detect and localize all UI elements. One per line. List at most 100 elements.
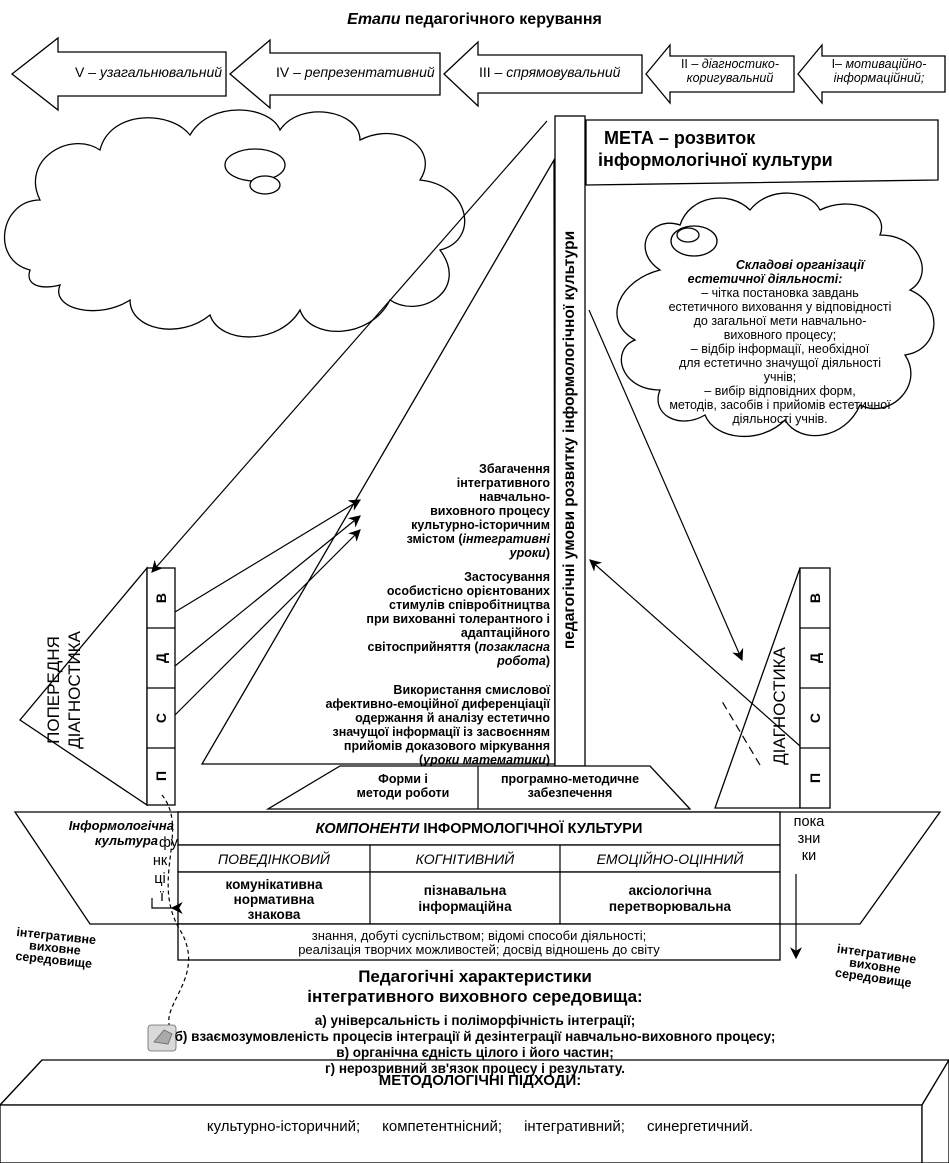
right-diag-cell-v: В	[807, 592, 823, 604]
right-cloud-line: – відбір інформації, необхідної	[690, 342, 870, 356]
title-rest: педагогічного керування	[400, 11, 602, 28]
info-culture-line-1: Інформологічна	[68, 818, 174, 833]
info-culture-label: Інформологічна культура	[28, 818, 178, 848]
condition-1-part: змістом (	[406, 532, 463, 546]
forms-methods-label: Форми і методи роботи	[330, 772, 476, 800]
left-diag-cell-d: Д	[153, 653, 169, 663]
info-culture-line-2: культура	[94, 833, 158, 848]
prelim-line-1: ПОПЕРЕДНЯ	[44, 636, 63, 744]
forms-trapezoid	[265, 765, 692, 810]
functions-label: фу нк ці ї	[135, 834, 178, 906]
components-header	[177, 811, 781, 846]
condition-1-line: інтегративного	[456, 476, 550, 490]
title-italic: Етапи	[347, 11, 401, 28]
condition-2-line: особистісно орієнтованих	[386, 584, 550, 598]
stage-arrow-5	[10, 36, 227, 112]
right-cloud-line: – вибір відповідних форм,	[704, 384, 856, 398]
characteristic-item: г) нерозривний зв'язок процесу і результ…	[325, 1061, 625, 1076]
stage-name: репрезентативний	[304, 64, 435, 80]
components-title-italic: КОМПОНЕНТИ	[315, 820, 420, 837]
stage-num: V –	[75, 64, 100, 80]
condition-2: Застосування особистісно орієнтованих ст…	[300, 570, 550, 668]
condition-2-line: Застосування	[464, 570, 550, 584]
methodology-title: МЕТОДОЛОГІЧНІ ПІДХОДИ:	[378, 1072, 582, 1089]
functions-emotional: аксіологічна перетворювальна	[560, 874, 780, 924]
stage-name-1: діагностико-	[701, 57, 780, 71]
stage-arrow-2	[645, 43, 795, 105]
function-line: пізнавальна	[423, 883, 507, 898]
characteristic-item: в) органічна єдність цілого і його части…	[336, 1045, 614, 1060]
right-cloud-line: діяльності учнів.	[732, 412, 828, 426]
prelim-line-2: ДІАГНОСТИКА	[65, 631, 84, 749]
column-cognitive: КОГНІТИВНИЙ	[415, 850, 515, 867]
right-cloud-title-1: Складові організації	[735, 258, 865, 272]
methodology-item: культурно-історичний;	[206, 1118, 361, 1135]
condition-3-line: одержання й аналізу естетично	[355, 711, 550, 725]
condition-1-italic: уроки	[509, 546, 546, 560]
indicators-label-part: ки	[801, 848, 817, 864]
condition-1-line: навчально-	[479, 490, 550, 504]
methodology-item: компетентнісний;	[382, 1118, 503, 1135]
components-bottom	[177, 923, 781, 961]
indicators-label: пока зни ки	[784, 814, 834, 865]
goal-text: МЕТА – розвиток інформологічної культури	[598, 127, 938, 171]
components-functions	[177, 871, 781, 925]
forms-line-1: Форми і	[378, 772, 428, 786]
thought-bubble-large	[224, 148, 286, 182]
condition-1-line: змістом (інтегративні	[380, 532, 550, 546]
condition-3-line: (уроки математики)	[240, 753, 550, 767]
stage-arrow-3	[443, 40, 643, 108]
stage-label-5: V – узагальнювальний	[75, 64, 230, 80]
condition-2-line: стимулів співробітництва	[389, 598, 550, 612]
stage-label-2: II – діагностико- коригувальний	[662, 57, 798, 85]
right-diag-cell-p: П	[807, 772, 823, 784]
condition-1-line: виховного процесу	[430, 504, 550, 518]
condition-2-italic: позакласна	[478, 640, 550, 654]
diagram-title: Етапи педагогічного керування	[0, 11, 949, 29]
column-emotional: ЕМОЦІЙНО-ОЦІННИЙ	[596, 850, 744, 867]
function-line: знакова	[247, 906, 301, 922]
condition-2-line: світосприйняття (позакласна	[300, 640, 551, 654]
function-line: перетворювальна	[608, 899, 732, 914]
right-cloud-line: методів, засобів і прийомів естетичної	[669, 398, 891, 412]
condition-1-line: Збагачення	[479, 462, 550, 476]
pointer-hand-icon	[147, 1024, 177, 1052]
goal-line-2: інформологічної культури	[598, 150, 833, 170]
right-cloud-line: для естетично значущої діяльності	[678, 356, 882, 370]
characteristic-item: б) взаємозумовленість процесів інтеграці…	[174, 1029, 776, 1044]
stage-arrow-4	[228, 38, 441, 110]
functions-cognitive: пізнавальна інформаційна	[370, 874, 560, 924]
left-diag-column	[146, 567, 176, 806]
vertical-bar-text: педагогічні умови розвитку інформологічн…	[561, 230, 578, 650]
functions-label-part: нк	[152, 853, 168, 869]
right-cloud-line: – чітка постановка завдань	[701, 286, 859, 300]
stage-num: III –	[479, 64, 507, 80]
program-line-1: програмно-методичне	[500, 772, 640, 786]
bottom-line-2: реалізація творчих можливостей; досвід в…	[298, 941, 660, 957]
components-bottom-text: знання, добуті суспільством; відомі спос…	[178, 925, 780, 960]
stage-label-4: IV – репрезентативний	[276, 64, 446, 80]
components-columns	[177, 844, 781, 873]
right-cloud-line: учнів;	[763, 370, 797, 384]
stage-num: I–	[831, 57, 846, 71]
preliminary-diagnostics-label: ПОПЕРЕДНЯ ДІАГНОСТИКА	[43, 580, 89, 800]
stage-num: IV –	[276, 64, 305, 80]
left-cloud	[3, 109, 466, 338]
stage-name: спрямовувальний	[506, 64, 621, 80]
condition-3-line: Використання смислової	[393, 683, 550, 697]
function-line: аксіологічна	[628, 883, 712, 898]
condition-2-line: при вихованні толерантного і	[366, 612, 550, 626]
condition-2-part: )	[545, 654, 550, 668]
condition-3-part: )	[545, 753, 550, 767]
diagnostics-label: ДІАГНОСТИКА	[770, 647, 789, 765]
functions-label-part: ці	[154, 871, 166, 887]
characteristics-title: Педагогічні характеристики інтегративног…	[180, 967, 770, 1007]
right-cloud-title-2: естетичної діяльності:	[687, 272, 843, 286]
condition-3-line: прийомів доказового міркування	[343, 739, 550, 753]
left-diag-cell-s: С	[153, 712, 169, 724]
condition-3-line: значущої інформації із засвоєнням	[332, 725, 550, 739]
condition-2-line: адаптаційного	[460, 626, 550, 640]
function-line: комунікативна	[225, 876, 323, 892]
thought-bubble-right-inner	[676, 227, 700, 243]
function-line: інформаційна	[418, 899, 512, 914]
